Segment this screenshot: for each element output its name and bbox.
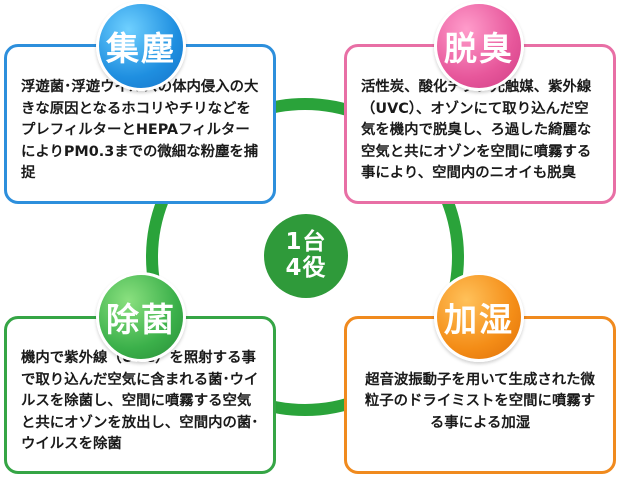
feature-title-shujin: 集塵 — [106, 29, 176, 68]
feature-description-kashitsu: 超音波振動子を用いて生成された微粒子のドライミストを空間に噴霧する事による加湿 — [364, 371, 596, 431]
center-badge: 1台 4役 — [264, 214, 348, 298]
feature-description-shujin: 浮遊菌･浮遊ウイルスの体内侵入の大きな原因となるホコリやチリなどをプレフィルター… — [21, 78, 259, 182]
center-badge-line2: 4役 — [285, 255, 327, 281]
feature-title-jokin: 除菌 — [106, 300, 176, 339]
feature-title-badge-kashitsu: 加湿 — [434, 272, 524, 362]
feature-card-dasshu: 活性炭、酸化チタン光触媒、紫外線（UVC）、オゾンにて取り込んだ空気を機内で脱臭… — [344, 44, 616, 204]
feature-description-dasshu: 活性炭、酸化チタン光触媒、紫外線（UVC）、オゾンにて取り込んだ空気を機内で脱臭… — [361, 78, 592, 182]
feature-title-badge-dasshu: 脱臭 — [434, 1, 524, 91]
feature-title-dasshu: 脱臭 — [444, 29, 514, 68]
feature-title-badge-jokin: 除菌 — [96, 272, 186, 362]
center-badge-line1: 1台 — [285, 229, 327, 256]
feature-title-kashitsu: 加湿 — [444, 300, 514, 339]
feature-title-badge-shujin: 集塵 — [96, 1, 186, 91]
feature-description-jokin: 機内で紫外線（UVC）を照射する事で取り込んだ空気に含まれる菌･ウイルスを除菌し… — [21, 349, 259, 453]
